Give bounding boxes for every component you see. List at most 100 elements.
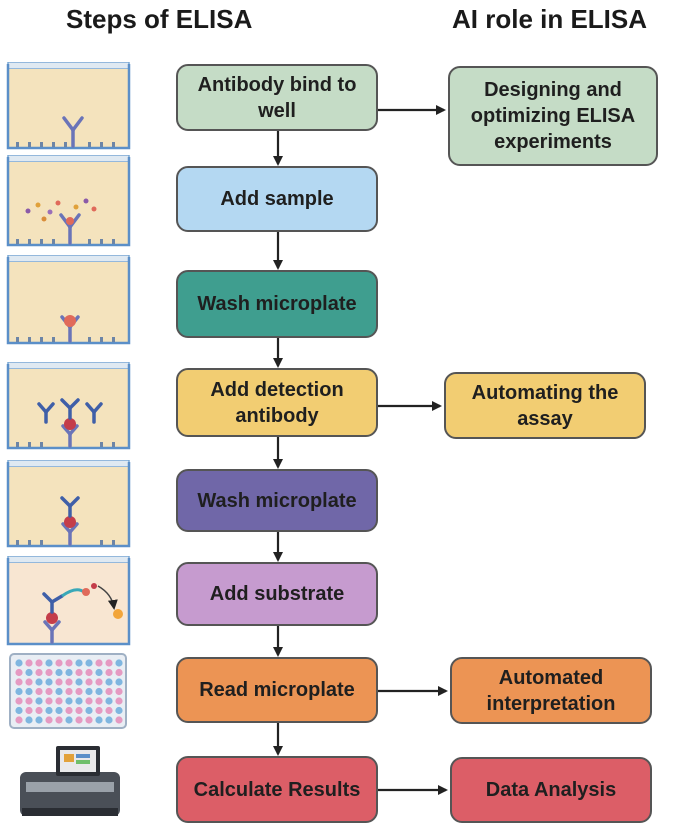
plate-well-dot <box>75 706 83 715</box>
plate-well-dot <box>95 678 103 686</box>
plate-well-dot <box>15 687 23 696</box>
plate-well-dot <box>35 687 43 696</box>
plate-well-dot <box>35 659 43 667</box>
plate-well-dot <box>95 697 103 705</box>
plate-well-dot <box>85 697 93 705</box>
plate-well-dot <box>115 687 123 696</box>
plate-well-dot <box>105 716 113 724</box>
microplate-icon <box>9 653 127 729</box>
well-sample-icon <box>6 155 131 247</box>
plate-well-dot <box>15 706 23 715</box>
plate-well-dot <box>15 716 23 724</box>
well-detection-antibody-icon <box>6 362 131 450</box>
ai-role-label: Data Analysis <box>485 779 617 801</box>
step-box-wash-microplate-2: Wash microplate <box>176 469 378 532</box>
step-box-add-sample: Add sample <box>176 166 378 232</box>
plate-well-dot <box>65 716 73 724</box>
plate-well-dot <box>85 706 93 715</box>
plate-well-dot <box>15 668 23 677</box>
plate-reader-icon <box>20 746 120 816</box>
plate-well-dot <box>85 678 93 686</box>
plate-well-dot <box>85 716 93 724</box>
plate-well-dot <box>45 687 53 696</box>
step-box-antibody-bind: Antibody bind to well <box>176 64 378 131</box>
plate-well-dot <box>75 687 83 696</box>
plate-well-dot <box>35 678 43 686</box>
step-box-wash-microplate: Wash microplate <box>176 270 378 338</box>
plate-well-dot <box>85 687 93 696</box>
step-label: Add substrate <box>209 583 345 605</box>
plate-well-dot <box>55 678 63 686</box>
plate-well-dot <box>35 668 43 677</box>
ai-box-designing: Designing and optimizing ELISA experimen… <box>448 66 658 166</box>
plate-well-dot <box>75 668 83 677</box>
plate-well-dot <box>95 668 103 677</box>
plate-well-dot <box>25 706 33 715</box>
ai-box-data-analysis: Data Analysis <box>450 757 652 823</box>
ai-box-automating: Automating the assay <box>444 372 646 439</box>
plate-well-dot <box>55 706 63 715</box>
plate-well-dot <box>55 668 63 677</box>
plate-well-dot <box>75 697 83 705</box>
plate-well-dot <box>65 697 73 705</box>
plate-well-dot <box>55 659 63 667</box>
plate-well-dot <box>65 687 73 696</box>
plate-well-dot <box>45 697 53 705</box>
step-box-read-microplate: Read microplate <box>176 657 378 723</box>
plate-well-dot <box>45 678 53 686</box>
plate-well-dot <box>35 697 43 705</box>
step-box-calculate-results: Calculate Results <box>176 756 378 823</box>
plate-well-dot <box>15 659 23 667</box>
ai-role-label: Automating the assay <box>471 381 619 430</box>
plate-well-dot <box>25 697 33 705</box>
plate-well-dot <box>25 659 33 667</box>
plate-well-dot <box>115 668 123 677</box>
plate-well-dot <box>75 678 83 686</box>
plate-well-dot <box>45 706 53 715</box>
plate-well-dot <box>115 706 123 715</box>
plate-well-dot <box>65 668 73 677</box>
step-label: Antibody bind to well <box>197 73 357 122</box>
plate-well-dot <box>65 706 73 715</box>
plate-well-dot <box>25 716 33 724</box>
plate-well-dot <box>115 697 123 705</box>
plate-well-dot <box>55 716 63 724</box>
well-capture-antibody-icon <box>6 62 131 150</box>
plate-well-dot <box>105 687 113 696</box>
plate-well-dot <box>65 659 73 667</box>
step-label: Wash microplate <box>197 293 357 315</box>
well-substrate-icon <box>6 556 131 646</box>
step-label: Read microplate <box>199 679 355 701</box>
steps-heading: Steps of ELISA <box>66 4 253 34</box>
plate-well-dot <box>115 716 123 724</box>
ai-role-label: Automated interpretation <box>486 666 616 715</box>
plate-well-dot <box>85 668 93 677</box>
plate-well-dot <box>25 687 33 696</box>
plate-well-dot <box>25 678 33 686</box>
step-box-add-substrate: Add substrate <box>176 562 378 626</box>
plate-well-dot <box>115 678 123 686</box>
plate-well-dot <box>75 716 83 724</box>
plate-well-dot <box>35 716 43 724</box>
step-box-add-detection-antibody: Add detection antibody <box>176 368 378 437</box>
plate-well-dot <box>115 659 123 667</box>
plate-well-dot <box>45 716 53 724</box>
plate-well-dot <box>105 697 113 705</box>
step-label: Wash microplate <box>197 489 357 512</box>
well-wash-icon <box>6 255 131 345</box>
step-label: Add sample <box>220 188 334 210</box>
plate-well-dot <box>95 716 103 724</box>
plate-well-dot <box>15 697 23 705</box>
plate-well-dot <box>105 659 113 667</box>
well-wash-2-icon <box>6 460 131 548</box>
plate-well-dot <box>75 659 83 667</box>
ai-role-heading: AI role in ELISA <box>452 4 648 34</box>
plate-well-dot <box>45 668 53 677</box>
plate-well-dot <box>65 678 73 686</box>
step-label: Add detection antibody <box>210 378 344 427</box>
plate-well-dot <box>95 659 103 667</box>
plate-well-dot <box>55 697 63 705</box>
plate-well-dot <box>55 687 63 696</box>
plate-well-dot <box>15 678 23 686</box>
plate-well-dot <box>95 687 103 696</box>
